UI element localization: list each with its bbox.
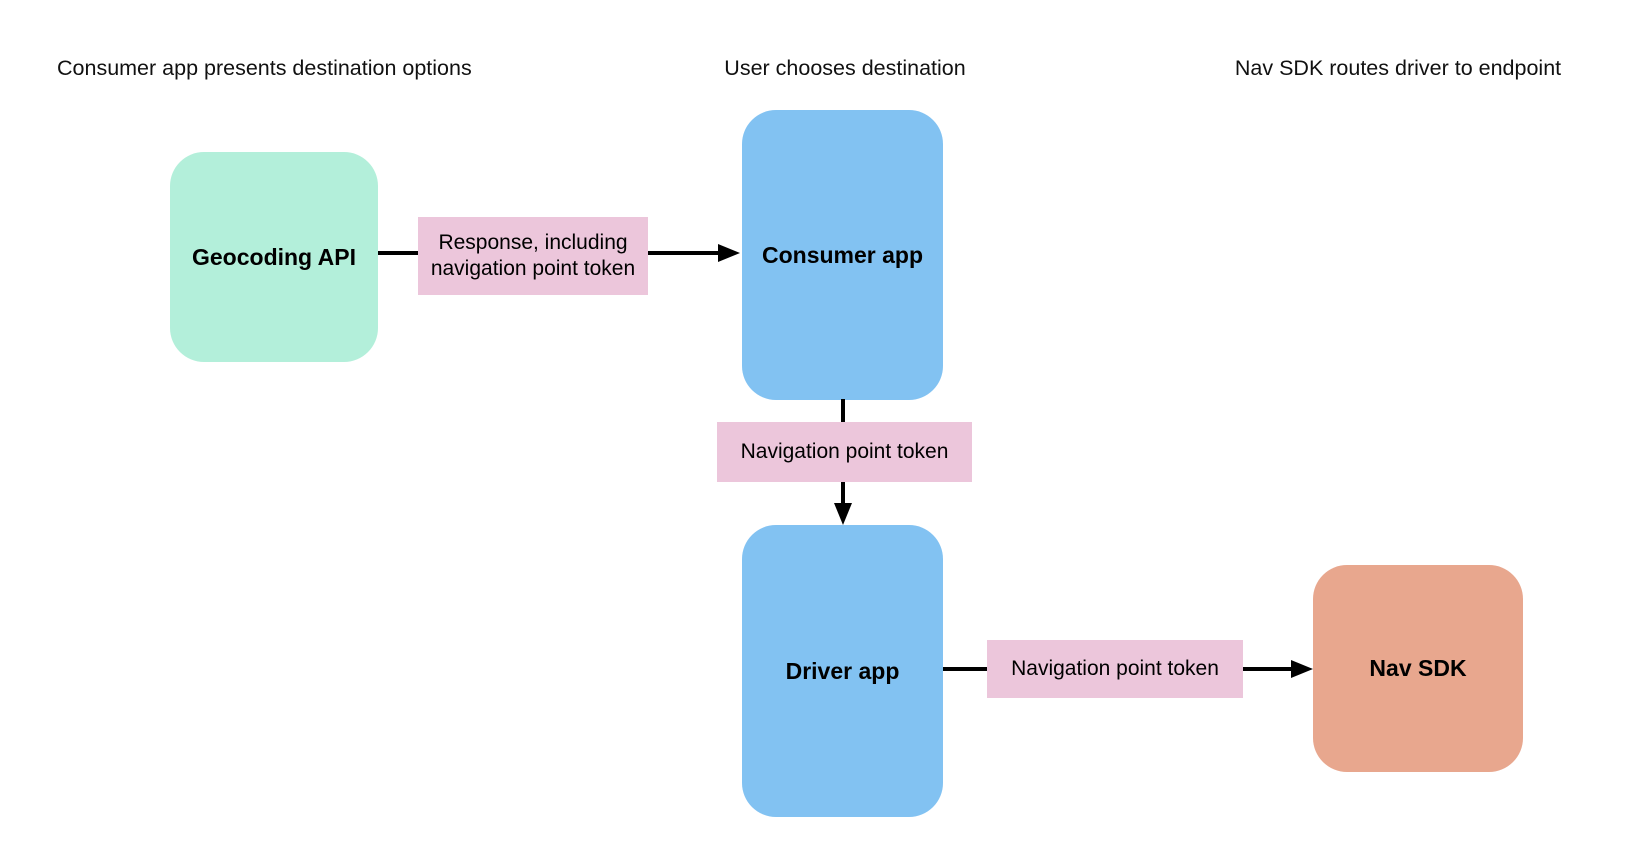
arrowhead-right-icon <box>718 244 740 262</box>
connector-consumer-to-label <box>841 399 845 422</box>
node-driver-app-label: Driver app <box>785 657 900 684</box>
edge-label-response-including-token: Response, including navigation point tok… <box>418 217 648 295</box>
node-nav-sdk-label: Nav SDK <box>1369 655 1467 681</box>
edge-label-navigation-point-token-2: Navigation point token <box>987 640 1243 698</box>
connector-label-to-driver <box>841 482 845 506</box>
node-nav-sdk: Nav SDK <box>1313 565 1523 772</box>
node-consumer-app-label: Consumer app <box>761 241 924 268</box>
connector-driver-to-label <box>943 667 987 671</box>
node-geocoding-api: Geocoding API <box>170 152 378 362</box>
column-header-navsdk-routes: Nav SDK routes driver to endpoint <box>1234 56 1562 80</box>
node-consumer-app: Consumer app <box>742 110 943 400</box>
node-driver-app: Driver app <box>742 525 943 817</box>
arrowhead-down-icon <box>834 503 852 525</box>
connector-label-to-navsdk <box>1243 667 1293 671</box>
connector-label-to-consumer <box>648 251 720 255</box>
node-geocoding-api-label: Geocoding API <box>192 243 356 270</box>
edge-label-navigation-point-token-1: Navigation point token <box>717 422 972 482</box>
column-header-consumer-presents: Consumer app presents destination option… <box>57 56 472 80</box>
connector-geocoding-to-label <box>378 251 418 255</box>
column-header-user-chooses: User chooses destination <box>724 56 966 80</box>
arrowhead-right-icon <box>1291 660 1313 678</box>
